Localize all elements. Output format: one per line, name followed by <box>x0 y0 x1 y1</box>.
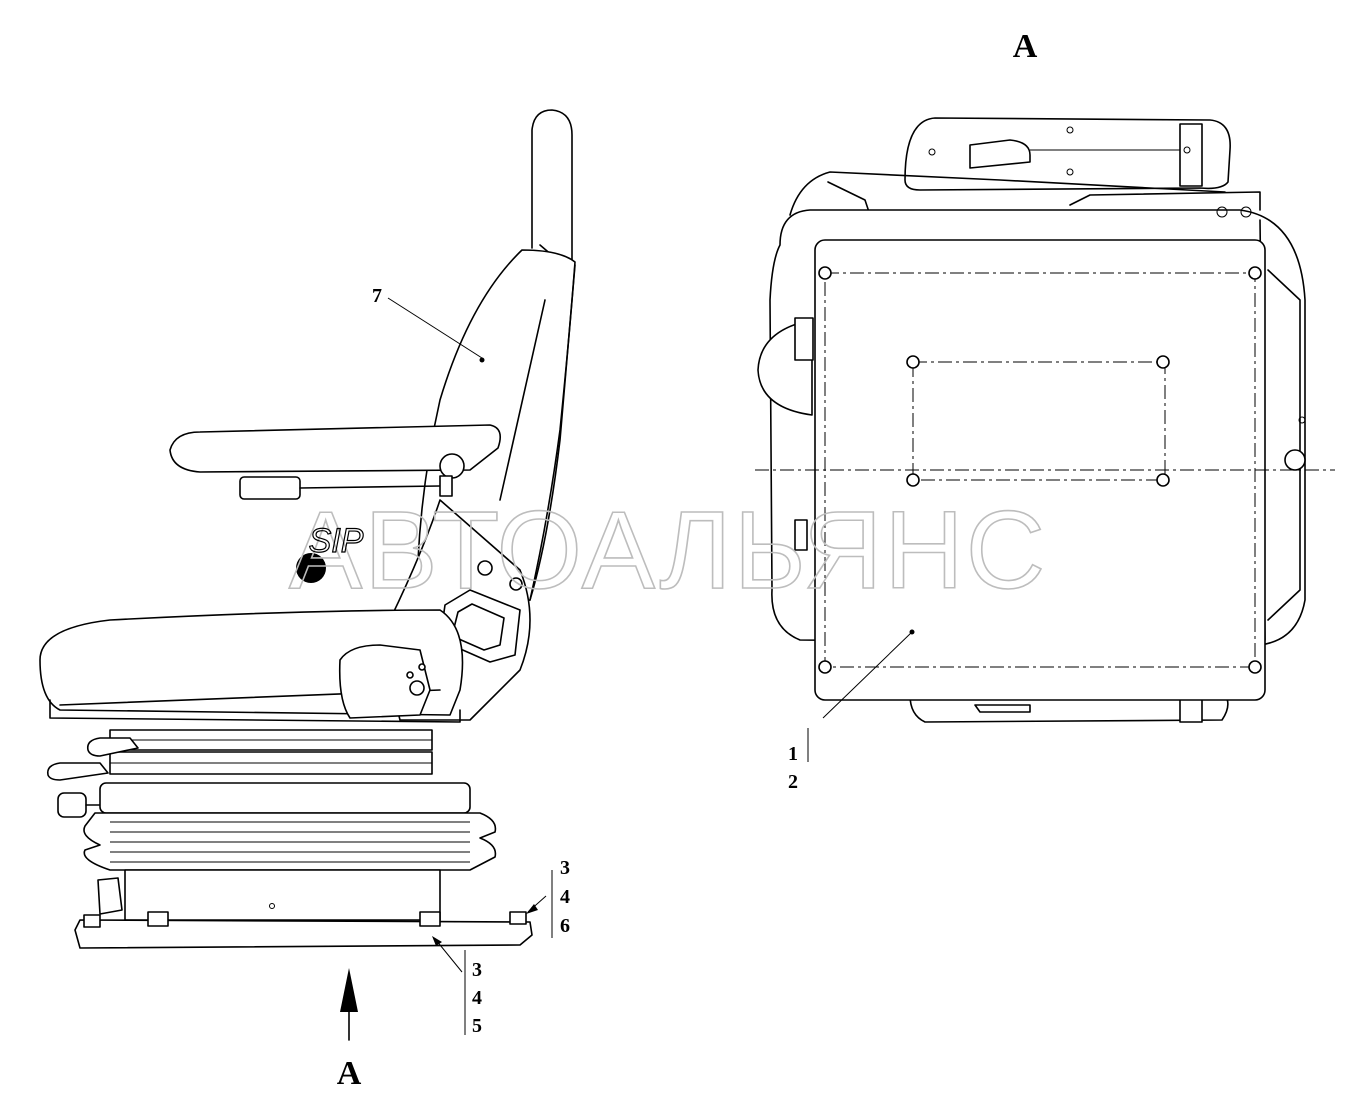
base-plate <box>74 919 533 949</box>
callout-3-right: 3 <box>560 857 570 879</box>
top-view-seat <box>755 117 1335 723</box>
view-arrow <box>340 968 358 1041</box>
callout-2: 2 <box>788 771 798 793</box>
callout-6-right: 6 <box>560 915 570 937</box>
view-arrow-label: A <box>337 1055 362 1092</box>
section-label-top: A <box>1013 28 1038 65</box>
callout-5-mid: 5 <box>472 1015 482 1037</box>
callout-4-right: 4 <box>560 886 570 908</box>
callout-7: 7 <box>372 285 382 307</box>
callout-3-mid: 3 <box>472 959 482 981</box>
callout-4-mid: 4 <box>472 987 482 1009</box>
logo-text: SIP <box>309 522 364 560</box>
side-view-seat <box>39 109 576 949</box>
callout-1: 1 <box>788 743 798 765</box>
watermark: АВТОАЛЬЯНС <box>289 489 1047 612</box>
logo-dot <box>296 553 326 583</box>
side-view-leaders <box>387 297 553 1035</box>
armrest <box>169 424 501 473</box>
top-view-leaders <box>807 631 913 762</box>
